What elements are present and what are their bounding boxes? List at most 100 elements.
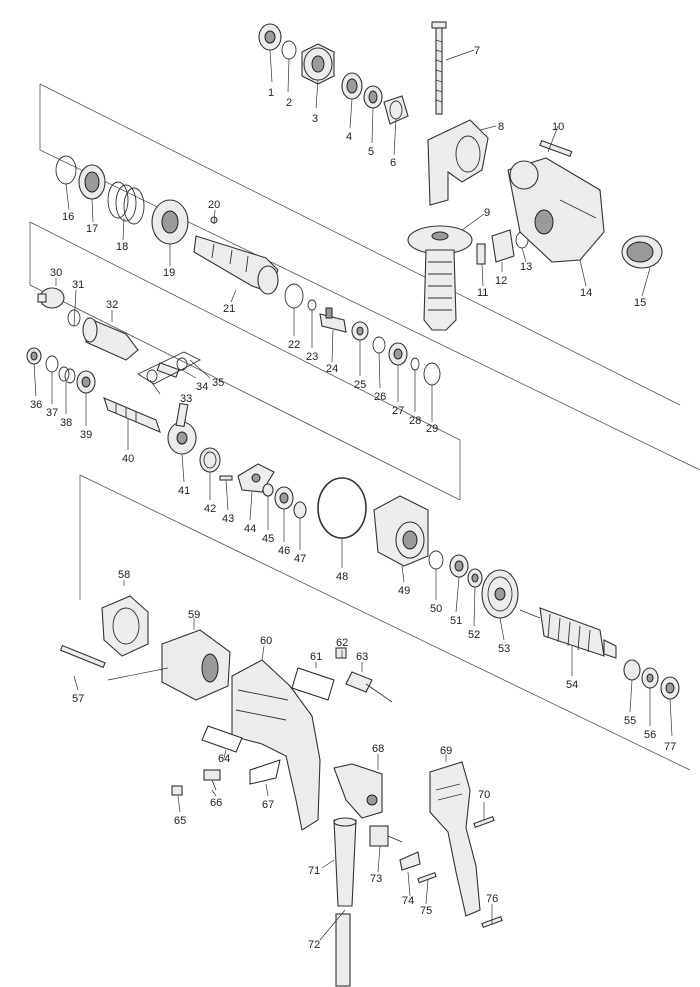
part-58-baffle (101, 595, 149, 657)
part-32-cylinder (82, 317, 139, 361)
label-21: 21 (223, 303, 235, 315)
part-52-washer (467, 568, 483, 588)
label-14: 14 (580, 287, 592, 299)
part-18-spring (107, 181, 145, 225)
part-43-screw (219, 475, 233, 481)
part-29-snap-ring (423, 362, 441, 386)
label-3: 3 (312, 113, 318, 125)
part-12-plate (491, 229, 515, 263)
part-5-washer (363, 85, 383, 109)
label-37: 37 (46, 407, 58, 419)
part-30-piston (37, 287, 65, 309)
part-77-bearing (660, 676, 680, 700)
part-8-grip-band (427, 119, 489, 206)
label-1: 1 (268, 87, 274, 99)
part-34-ring (176, 357, 188, 371)
label-60: 60 (260, 635, 272, 647)
label-4: 4 (346, 131, 352, 143)
part-73-noise-suppressor (369, 825, 403, 847)
part-55-fan (623, 659, 641, 681)
label-76: 76 (486, 893, 498, 905)
part-60-motor-housing (231, 659, 321, 831)
label-50: 50 (430, 603, 442, 615)
label-72: 72 (308, 939, 320, 951)
label-45: 45 (262, 533, 274, 545)
part-3-sleeve (301, 43, 335, 85)
part-17-washer (78, 164, 106, 200)
part-74-strain-relief (399, 851, 421, 871)
part-7-bolt (431, 21, 447, 115)
part-67-sheet (249, 759, 281, 785)
part-23-ball (307, 299, 317, 311)
label-6: 6 (390, 157, 396, 169)
part-68-switch (333, 763, 383, 819)
label-9: 9 (484, 207, 490, 219)
label-51: 51 (450, 615, 462, 627)
group-frame-lines (29, 83, 700, 771)
part-22-ring (284, 283, 304, 309)
part-63-brush-holder (345, 671, 393, 703)
part-51-bearing (449, 554, 469, 578)
leader-lines (33, 49, 673, 941)
part-4-washer (341, 72, 363, 100)
part-14-gear-housing (507, 157, 605, 263)
part-15-collar (621, 235, 663, 269)
label-39: 39 (80, 429, 92, 441)
part-54-armature (519, 607, 617, 659)
part-26-ring (372, 336, 386, 354)
label-13: 13 (520, 261, 532, 273)
label-20: 20 (208, 199, 220, 211)
label-31: 31 (72, 279, 84, 291)
part-38-spring (58, 366, 76, 384)
part-24-striker (319, 307, 347, 333)
part-1-cap-seal (258, 23, 282, 51)
label-73: 73 (370, 873, 382, 885)
label-8: 8 (498, 121, 504, 133)
label-62: 62 (336, 637, 348, 649)
label-71: 71 (308, 865, 320, 877)
part-35-bracket (137, 351, 201, 385)
label-49: 49 (398, 585, 410, 597)
label-17: 17 (86, 223, 98, 235)
label-41: 41 (178, 485, 190, 497)
label-10: 10 (552, 121, 564, 133)
label-38: 38 (60, 417, 72, 429)
label-29: 29 (426, 423, 438, 435)
label-23: 23 (306, 351, 318, 363)
part-2-ring (281, 40, 297, 60)
part-36-washer (26, 347, 42, 365)
part-70-screw (473, 815, 495, 829)
label-56: 56 (644, 729, 656, 741)
label-69: 69 (440, 745, 452, 757)
part-72-cord (335, 913, 351, 987)
label-25: 25 (354, 379, 366, 391)
label-12: 12 (495, 275, 507, 287)
label-46: 46 (278, 545, 290, 557)
part-27-bushing (388, 342, 408, 366)
label-19: 19 (163, 267, 175, 279)
part-47-washer (293, 501, 307, 519)
label-77: 77 (664, 741, 676, 753)
label-68: 68 (372, 743, 384, 755)
part-16-ring (55, 155, 77, 185)
label-7: 7 (474, 45, 480, 57)
part-37-ring (45, 355, 59, 373)
label-34: 34 (196, 381, 208, 393)
label-64: 64 (218, 753, 230, 765)
label-15: 15 (634, 297, 646, 309)
label-44: 44 (244, 523, 256, 535)
part-57-screw (59, 644, 106, 669)
part-39-bearing (76, 370, 96, 394)
label-57: 57 (72, 693, 84, 705)
label-58: 58 (118, 569, 130, 581)
part-64-label (201, 725, 243, 753)
part-19-seal (151, 199, 189, 245)
label-70: 70 (478, 789, 490, 801)
part-65-terminal (171, 785, 183, 796)
label-16: 16 (62, 211, 74, 223)
part-41-swash-bearing (167, 402, 197, 455)
label-2: 2 (286, 97, 292, 109)
label-65: 65 (174, 815, 186, 827)
label-54: 54 (566, 679, 578, 691)
